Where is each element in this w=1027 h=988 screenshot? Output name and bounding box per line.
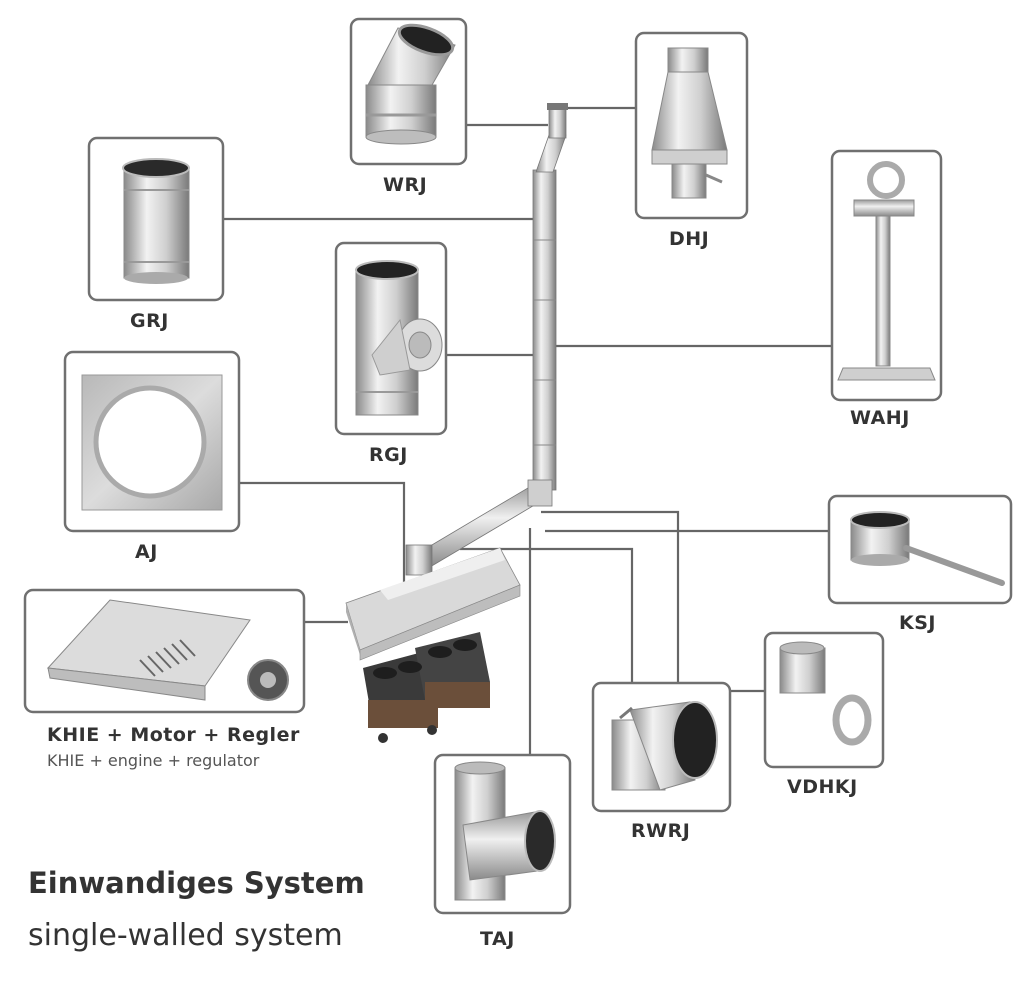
label-rwrj: RWRJ <box>631 820 691 842</box>
label-khie-description: KHIE + engine + regulator <box>47 751 260 770</box>
central-chimney-assembly <box>345 103 568 743</box>
connector-lines <box>223 106 832 755</box>
wahj-bracket-image <box>837 161 936 381</box>
label-wrj: WRJ <box>383 174 428 196</box>
label-grj: GRJ <box>130 310 169 332</box>
label-ksj: KSJ <box>899 612 936 634</box>
connector-rwrj <box>460 547 634 683</box>
label-dhj: DHJ <box>669 228 710 250</box>
khie-hood-image <box>46 599 289 701</box>
rgj-tee-image <box>355 260 443 416</box>
label-taj: TAJ <box>480 928 515 950</box>
grj-pipe-image <box>122 158 190 284</box>
label-vdhkj: VDHKJ <box>787 776 858 798</box>
wrj-elbow-image <box>365 23 456 145</box>
connector-vdhkj <box>541 510 765 693</box>
taj-tee-image <box>454 761 556 901</box>
rwrj-elbow-image <box>611 701 718 791</box>
vdhkj-sleeve-image <box>779 641 872 746</box>
connector-aj <box>239 481 406 582</box>
diagram-title: Einwandiges System <box>28 866 365 900</box>
label-khie: KHIE + Motor + Regler <box>47 724 300 746</box>
label-aj: AJ <box>135 541 158 563</box>
diagram-subtitle: single-walled system <box>28 918 343 953</box>
khie-fan-image <box>247 659 289 701</box>
ksj-damper-image <box>850 511 1005 586</box>
label-rgj: RGJ <box>369 444 408 466</box>
aj-plate-image <box>81 374 223 511</box>
dhj-cap-image <box>651 47 728 199</box>
cooking-units <box>363 632 490 743</box>
label-wahj: WAHJ <box>850 407 910 429</box>
